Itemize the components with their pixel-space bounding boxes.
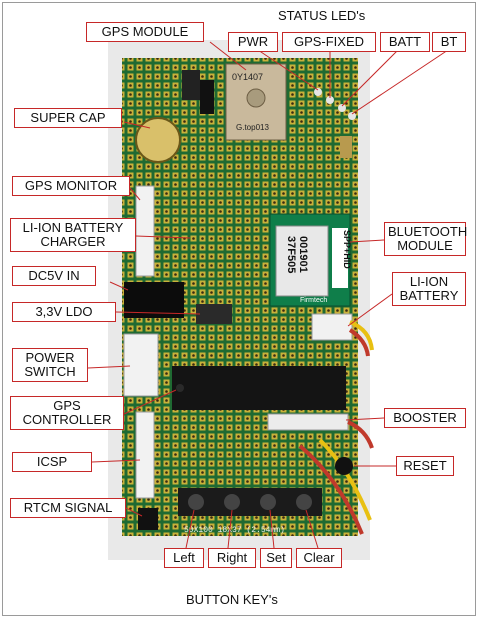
silk-bottom: 50X100 18X37 (2.54mm) <box>184 526 285 535</box>
set-key-label: Set <box>260 548 292 568</box>
liion-battery-line1: LI-ION <box>409 274 449 289</box>
leader-clear <box>305 509 319 549</box>
bt-chip-side: SPP+HID <box>342 230 352 269</box>
leader-batt <box>341 49 399 107</box>
leader-dc5v <box>109 281 129 291</box>
pwr-label: PWR <box>228 32 278 52</box>
leader-liion-battery <box>347 293 393 327</box>
bluetooth-line2: MODULE <box>397 238 453 253</box>
leader-left <box>185 509 195 549</box>
leader-charger <box>135 235 191 239</box>
bt-chip-line2: 37F505 <box>285 236 297 273</box>
leader-gps-module <box>209 41 247 71</box>
liion-battery-connector <box>311 313 353 341</box>
led-bt <box>348 112 356 120</box>
key-left-cap <box>188 494 204 510</box>
clear-key-label: Clear <box>296 548 342 568</box>
booster-wire-yellow <box>318 438 372 521</box>
power-switch-label: POWER SWITCH <box>12 348 88 382</box>
bt-label: BT <box>432 32 466 52</box>
regulator-top <box>182 70 200 100</box>
bt-chip-line1: 001901 <box>297 236 309 273</box>
liion-charger-line1: LI-ION BATTERY <box>22 220 124 235</box>
booster-wire-red-2 <box>298 444 364 535</box>
left-key-label: Left <box>164 548 204 568</box>
rtcm-header <box>138 508 158 530</box>
battery-wires <box>349 320 374 351</box>
leader-rtcm <box>125 507 143 517</box>
icsp-label: ICSP <box>12 452 92 472</box>
leader-bluetooth <box>349 239 385 243</box>
liion-charger-line2: CHARGER <box>40 234 106 249</box>
power-switch-body <box>123 333 159 397</box>
button-keys-caption: BUTTON KEY's <box>186 592 278 607</box>
bt-chip-vendor: Firmtech <box>300 297 327 304</box>
status-leds-heading: STATUS LED's <box>278 8 366 23</box>
gps-monitor-label: GPS MONITOR <box>12 176 130 196</box>
power-switch-line2: SWITCH <box>24 364 76 379</box>
led-batt <box>338 104 346 112</box>
leader-right <box>227 509 233 549</box>
gps-module-label: GPS MODULE <box>86 22 204 42</box>
booster-wire-red <box>347 420 374 449</box>
gps-monitor-connector <box>135 185 155 277</box>
crystal <box>340 136 352 158</box>
led-gps-fixed <box>326 96 334 104</box>
super-cap-label: SUPER CAP <box>14 108 122 128</box>
leader-pwr <box>257 49 319 91</box>
ldo-label: 3,3V LDO <box>12 302 116 322</box>
rtcm-signal-label: RTCM SIGNAL <box>10 498 126 518</box>
gps-fixed-label: GPS-FIXED <box>282 32 376 52</box>
liion-charger-label: LI-ION BATTERY CHARGER <box>10 218 136 252</box>
key-right-cap <box>224 494 240 510</box>
dc5v-in-label: DC5V IN <box>12 266 96 286</box>
leader-ldo <box>115 311 201 315</box>
leader-gps-controller <box>123 389 177 415</box>
reset-label: RESET <box>396 456 454 476</box>
gps-chip-code: 0Y1407 <box>232 72 263 82</box>
ldo-chip <box>196 304 232 324</box>
gps-chip-brand: G.top013 <box>236 123 269 132</box>
booster-label: BOOSTER <box>384 408 466 428</box>
right-key-label: Right <box>208 548 256 568</box>
leader-bt <box>351 49 449 115</box>
reset-button-cap <box>335 457 353 475</box>
leader-booster <box>345 417 385 421</box>
leader-icsp <box>91 459 141 463</box>
figure-frame <box>2 2 476 616</box>
header-top <box>200 80 214 114</box>
liion-battery-label: LI-ION BATTERY <box>392 272 466 306</box>
gps-controller-ic <box>172 366 346 410</box>
icsp-connector <box>135 411 155 499</box>
batt-label: BATT <box>380 32 430 52</box>
leader-lines <box>87 41 449 549</box>
bluetooth-line1: BLUETOOTH <box>388 224 468 239</box>
leader-super-cap <box>123 121 151 129</box>
super-cap <box>135 117 181 163</box>
leader-gps-monitor <box>129 187 141 201</box>
battery-wires-red <box>348 328 370 357</box>
gps-antenna-dot <box>246 88 266 108</box>
key-clear-cap <box>296 494 312 510</box>
ic-notch <box>176 384 184 392</box>
led-pwr <box>314 88 322 96</box>
bluetooth-shield <box>275 225 329 297</box>
gps-controller-line1: GPS <box>53 398 81 413</box>
leader-power-switch <box>87 365 131 369</box>
leader-set <box>269 509 275 549</box>
booster-connector <box>267 413 349 431</box>
gps-controller-line2: CONTROLLER <box>22 412 112 427</box>
liion-battery-line2: BATTERY <box>399 288 459 303</box>
bluetooth-module-label: BLUETOOTH MODULE <box>384 222 468 256</box>
key-set-cap <box>260 494 276 510</box>
power-switch-line1: POWER <box>25 350 75 365</box>
gps-controller-label: GPS CONTROLLER <box>10 396 124 430</box>
bt-side-label-bg <box>332 228 348 288</box>
